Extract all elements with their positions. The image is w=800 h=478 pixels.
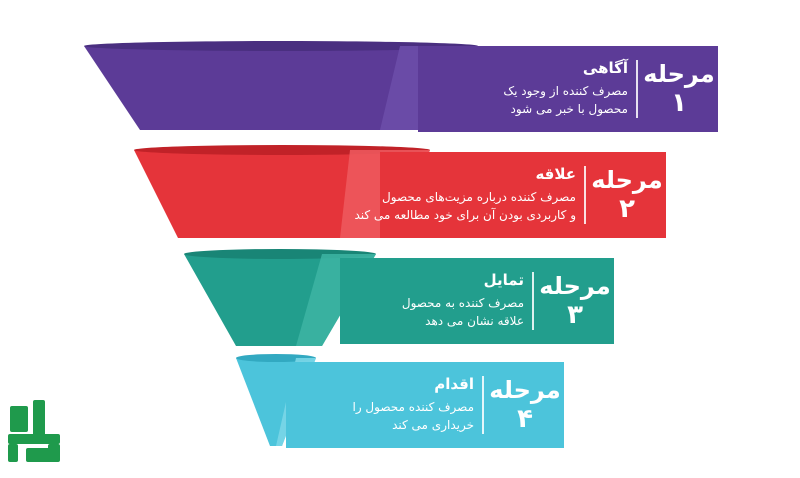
stage-4-divider	[482, 376, 484, 434]
stage-1-text: آگاهی مصرف کننده از وجود یک محصول با خبر…	[503, 58, 628, 118]
stage-1-divider	[636, 60, 638, 118]
stage-3-word: مرحله	[539, 272, 611, 300]
stage-3-title: تمایل	[483, 271, 524, 289]
stage-1-box: مرحله ۱ آگاهی مصرف کننده از وجود یک محصو…	[418, 46, 718, 132]
stage-3-box-bg	[340, 258, 614, 344]
stage-1-word: مرحله	[643, 60, 715, 88]
stage-3-text: تمایل مصرف کننده به محصول علاقه نشان می …	[402, 270, 524, 330]
stage-1-line-2: محصول با خبر می شود	[510, 102, 628, 116]
stage-3-divider	[532, 272, 534, 330]
funnel-rim-1	[84, 41, 478, 51]
stage-3-line-1: مصرف کننده به محصول	[401, 296, 524, 310]
stage-1-box-bg	[418, 46, 718, 132]
stage-4-box-bg	[286, 362, 564, 448]
stage-1-title: آگاهی	[582, 59, 628, 77]
stage-1-number: ۱	[671, 88, 687, 118]
funnel-band-1	[84, 46, 478, 130]
stage-2-divider	[584, 166, 586, 224]
stage-2-text: علاقه مصرف کننده درباره مزیت‌های محصول و…	[354, 164, 576, 224]
stage-3-number: ۳	[567, 300, 583, 330]
stage-4-word: مرحله	[489, 376, 561, 404]
stage-4-box: مرحله ۴ اقدام مصرف کننده محصول را خریدار…	[286, 362, 564, 448]
stage-3-header: مرحله ۳	[536, 258, 614, 344]
stage-1-line-1: مصرف کننده از وجود یک	[503, 84, 628, 98]
stage-2-word: مرحله	[591, 166, 663, 194]
stage-2-box: مرحله ۲ علاقه مصرف کننده درباره مزیت‌های…	[354, 152, 666, 238]
stage-2-line-1: مصرف کننده درباره مزیت‌های محصول	[382, 190, 576, 204]
brand-logo	[8, 400, 60, 462]
stage-4-line-2: خریداری می کند	[392, 418, 474, 432]
stage-3-line-2: علاقه نشان می دهد	[425, 314, 524, 328]
stage-2-line-2: و کاربردی بودن آن برای خود مطالعه می کند	[354, 208, 576, 222]
stage-2-number: ۲	[619, 194, 635, 224]
stage-2-title: علاقه	[535, 165, 576, 183]
stage-4-number: ۴	[517, 404, 533, 434]
stage-4-line-1: مصرف کننده محصول را	[352, 400, 474, 414]
stage-3-box: مرحله ۳ تمایل مصرف کننده به محصول علاقه …	[340, 258, 614, 344]
stage-2-header: مرحله ۲	[588, 152, 666, 238]
stage-1-header: مرحله ۱	[640, 46, 718, 132]
stage-4-title: اقدام	[434, 375, 474, 393]
stage-4-header: مرحله ۴	[486, 362, 564, 448]
stage-2-box-bg	[380, 152, 666, 238]
stage-4-text: اقدام مصرف کننده محصول را خریداری می کند	[352, 374, 474, 434]
